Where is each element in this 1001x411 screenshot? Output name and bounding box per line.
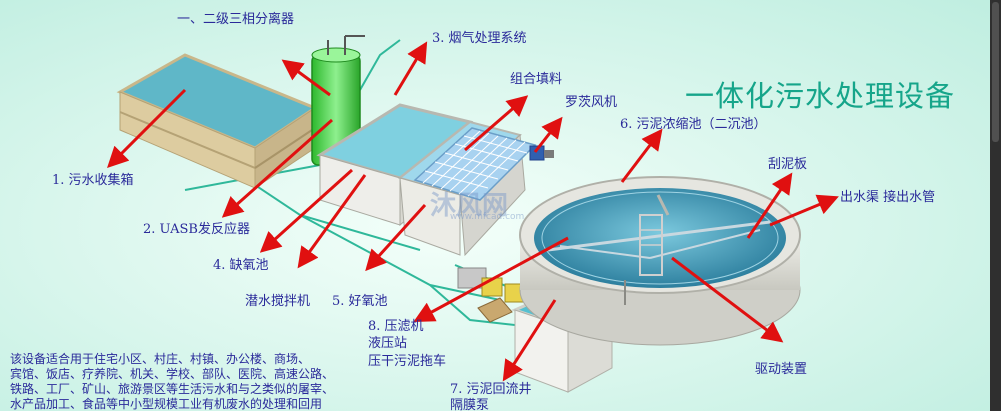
label-sludge-return-well: 7. 污泥回流井: [450, 382, 532, 397]
description-line: 宾馆、饭店、疗养院、机关、学校、部队、医院、高速公路、: [10, 367, 335, 381]
label-hydraulic-station: 液压站: [368, 336, 408, 351]
description-line: 铁路、工厂、矿山、旅游景区等生活污水和与之类似的屠宰、: [10, 382, 335, 396]
description-line: 水产品加工、食品等中小型规模工业有机废水的处理和回用: [10, 397, 323, 411]
label-filter-press: 8. 压滤机: [368, 319, 424, 334]
label-aerobic-tank: 5. 好氧池: [332, 294, 388, 309]
page-title: 一体化污水处理设备: [685, 79, 956, 113]
label-drive-unit: 驱动装置: [755, 362, 808, 377]
label-uasb-reactor: 2. UASB发反应器: [143, 222, 250, 237]
collection-tank: [116, 53, 319, 189]
description-text: 该设备适合用于住宅小区、村庄、村镇、办公楼、商场、 宾馆、饭店、疗养院、机关、学…: [10, 352, 430, 411]
description-line: 该设备适合用于住宅小区、村庄、村镇、办公楼、商场、: [10, 352, 311, 366]
label-collection-tank: 1. 污水收集箱: [52, 173, 134, 188]
label-flue-gas-system: 3. 烟气处理系统: [432, 31, 527, 46]
label-anoxic-tank: 4. 缺氧池: [213, 258, 269, 273]
filler-grid: [413, 127, 537, 201]
label-sludge-thickener: 6. 污泥浓缩池（二沉池）: [620, 117, 767, 132]
scrollbar-thumb[interactable]: [992, 2, 999, 142]
label-outlet-channel: 出水渠 接出水管: [840, 190, 936, 205]
label-mud-scraper: 刮泥板: [768, 157, 808, 172]
sludge-thickener: [519, 176, 801, 346]
label-combined-filler: 组合填料: [510, 72, 563, 87]
vertical-scrollbar[interactable]: [990, 0, 1001, 411]
label-separator: 一、二级三相分离器: [177, 12, 295, 27]
label-sludge-cart: 压干污泥拖车: [368, 354, 447, 369]
watermark: 沐风网: [430, 191, 509, 221]
label-diaphragm-pump: 隔膜泵: [450, 398, 490, 411]
annotation-arrows: [107, 41, 839, 382]
watermark-url: www.mfcad.com: [450, 212, 525, 222]
label-submersible-mixer: 潜水搅拌机: [245, 294, 311, 309]
label-roots-blower: 罗茨风机: [565, 95, 618, 110]
roots-blower: [529, 145, 554, 161]
